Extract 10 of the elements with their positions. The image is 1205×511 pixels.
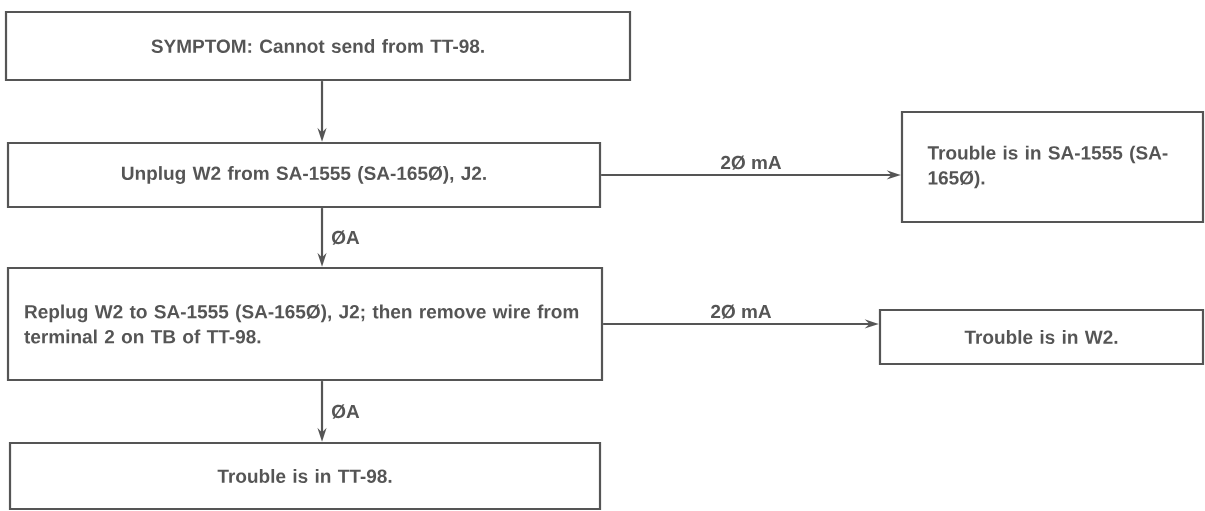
- process-box: SYMPTOM: Cannot send from TT-98.: [4, 10, 632, 82]
- edge-label: 2Ø mA: [709, 303, 773, 320]
- process-box: Trouble is in SA-1555 (SA-165Ø).: [900, 110, 1205, 224]
- edge-label: 2Ø mA: [719, 154, 783, 171]
- process-box: Replug W2 to SA-1555 (SA-165Ø), J2; then remove wire from terminal 2 on TB of TT-98.: [6, 266, 604, 382]
- process-box: Unplug W2 from SA-1555 (SA-165Ø), J2.: [6, 141, 602, 209]
- process-box: Trouble is in TT-98.: [8, 441, 602, 511]
- edge-label: ØA: [330, 403, 361, 420]
- process-box: Trouble is in W2.: [878, 308, 1205, 366]
- edge-label: ØA: [330, 229, 361, 246]
